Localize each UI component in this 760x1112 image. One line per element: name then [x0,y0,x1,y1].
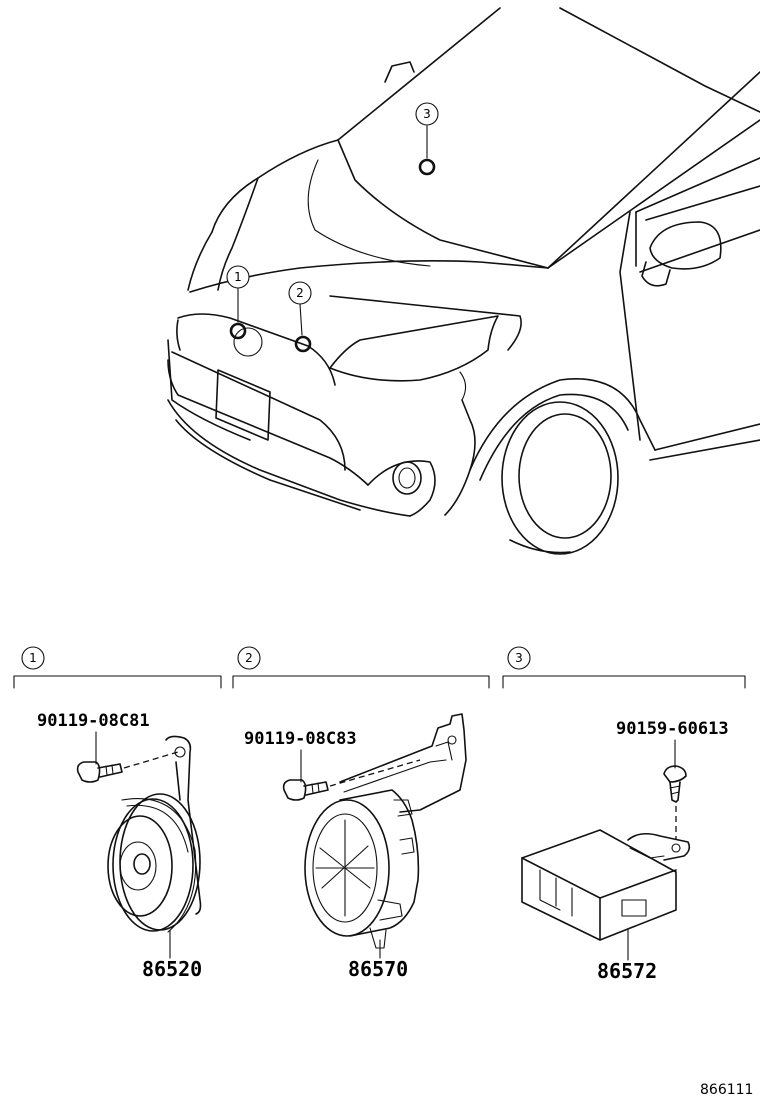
sounder-icon[interactable] [304,789,420,949]
main-part-number-2[interactable]: 86570 [348,957,408,981]
section-2-callout-label: 2 [245,651,253,665]
location-mark-1 [229,322,247,340]
car-callouts: 1 2 3 [226,102,439,305]
location-mark-2 [294,335,312,353]
section-1-callout-label: 1 [29,651,37,665]
section-3-control-module: 90159-60613 86572 [521,719,729,983]
section-2-bracket [232,675,490,689]
screw-icon-3[interactable] [663,765,687,803]
section-2-sounder: 90119-08C83 86570 [244,713,467,981]
section-3-callout-label: 3 [515,651,523,665]
section-1-horn: 90119-08C81 86520 [37,711,202,981]
bolt-part-number-1[interactable]: 90119-08C81 [37,711,150,731]
car-callout-1-circle[interactable] [226,265,250,289]
diagram-code: 866111 [700,1082,753,1098]
horn-icon[interactable] [107,793,201,933]
car-callout-3-label: 3 [423,107,431,121]
main-part-number-1[interactable]: 86520 [142,957,202,981]
section-3-callout-circle[interactable] [507,646,531,670]
bolt-part-number-2[interactable]: 90119-08C83 [244,729,357,749]
section-1-callout-circle[interactable] [21,646,45,670]
section-2-callout-circle[interactable] [237,646,261,670]
car-callout-2-label: 2 [296,286,304,300]
car-callout-3-circle[interactable] [415,102,439,126]
location-mark-3 [418,158,436,176]
control-module-icon[interactable] [521,829,691,941]
section-3-bracket [502,675,746,689]
car-illustration [167,7,760,555]
section-1-bracket [13,675,222,689]
bolt-icon-2[interactable] [282,779,329,801]
car-callout-1-label: 1 [234,270,242,284]
main-part-number-3[interactable]: 86572 [597,959,657,983]
section-headers: 1 2 3 [13,646,746,689]
car-callout-2-circle[interactable] [288,281,312,305]
location-marks [229,125,436,353]
bolt-part-number-3[interactable]: 90159-60613 [616,719,729,739]
bolt-icon-1[interactable] [76,761,123,783]
